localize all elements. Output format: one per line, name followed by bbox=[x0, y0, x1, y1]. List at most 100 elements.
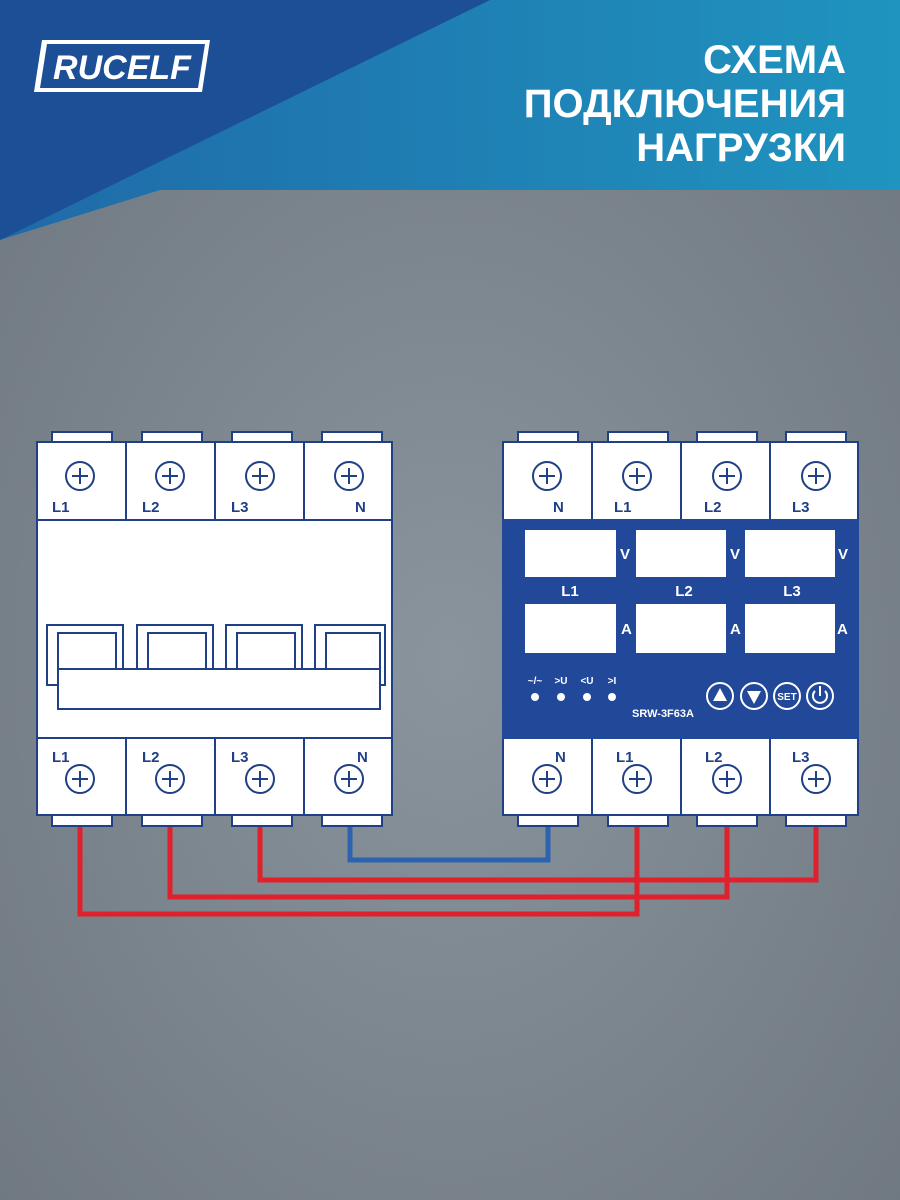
relay-bottom-clip bbox=[696, 814, 758, 827]
wire-l2 bbox=[167, 826, 730, 900]
indicator-led bbox=[531, 693, 539, 701]
indicator-led bbox=[608, 693, 616, 701]
breaker-bottom-clip bbox=[51, 814, 113, 827]
phase-label: L1 bbox=[561, 583, 579, 600]
indicator-led bbox=[583, 693, 591, 701]
terminal-screw-slot bbox=[539, 771, 555, 787]
terminal-screw-slot bbox=[539, 468, 555, 484]
terminal-screw-slot bbox=[629, 771, 645, 787]
breaker-handle-inner bbox=[325, 632, 381, 670]
voltage-display-l2 bbox=[636, 530, 726, 577]
breaker-bottom-label: L1 bbox=[52, 749, 70, 766]
terminal-screw-slot bbox=[341, 468, 357, 484]
terminal-screw-slot bbox=[72, 468, 88, 484]
wires bbox=[77, 826, 819, 917]
current-unit: A bbox=[730, 621, 741, 638]
breaker-top-label: L3 bbox=[231, 499, 249, 516]
breaker-top-clip bbox=[231, 431, 293, 443]
breaker-top-clip bbox=[321, 431, 383, 443]
title-line-2: ПОДКЛЮЧЕНИЯ bbox=[524, 82, 846, 126]
current-display-l2 bbox=[636, 604, 726, 653]
power-icon bbox=[812, 690, 828, 704]
logo-text: RUCELF bbox=[53, 49, 192, 87]
relay-top-clip bbox=[785, 431, 847, 443]
breaker-bottom-label: L3 bbox=[231, 749, 249, 766]
breaker-handle-inner bbox=[147, 632, 207, 670]
breaker-top-screws bbox=[65, 461, 364, 491]
indicator-label: ~/~ bbox=[528, 676, 543, 687]
voltage-unit: V bbox=[620, 546, 630, 563]
down-arrow-icon bbox=[747, 691, 761, 704]
wire-l3 bbox=[257, 826, 819, 883]
relay-bottom-clip bbox=[517, 814, 579, 827]
circuit-breaker bbox=[36, 431, 393, 827]
terminal-screw-slot bbox=[252, 468, 268, 484]
relay-top-clip bbox=[696, 431, 758, 443]
voltage-unit: V bbox=[838, 546, 848, 563]
set-button[interactable] bbox=[773, 682, 801, 710]
terminal-screw-slot bbox=[162, 771, 178, 787]
breaker-top-label: N bbox=[355, 499, 366, 516]
set-button-label: SET bbox=[777, 692, 796, 703]
breaker-handle-inner bbox=[57, 632, 117, 670]
terminal-screw-slot bbox=[629, 468, 645, 484]
relay-top-label: N bbox=[553, 499, 564, 516]
terminal-screw-slot bbox=[719, 468, 735, 484]
title-line-3: НАГРУЗКИ bbox=[636, 126, 846, 170]
indicator-label: >U bbox=[554, 676, 567, 687]
terminal-screw-slot bbox=[341, 771, 357, 787]
terminal-screw-slot bbox=[72, 771, 88, 787]
phase-label: L2 bbox=[675, 583, 693, 600]
relay-top-label: L3 bbox=[792, 499, 810, 516]
terminal-screw-slot bbox=[162, 468, 178, 484]
current-display-l1 bbox=[525, 604, 616, 653]
indicator-label: >I bbox=[608, 676, 617, 687]
relay-labels: N L1 L2 L3 N L1 L2 L3 V V V A A A L1 L2 … bbox=[528, 499, 848, 766]
relay-bottom-label: L3 bbox=[792, 749, 810, 766]
indicator-label: <U bbox=[580, 676, 593, 687]
relay-indicator-leds bbox=[531, 693, 616, 701]
breaker-handles bbox=[46, 624, 386, 710]
relay-bottom-label: L2 bbox=[705, 749, 723, 766]
up-arrow-icon bbox=[713, 688, 727, 701]
relay-bottom-clip bbox=[785, 814, 847, 827]
breaker-bottom-label: L2 bbox=[142, 749, 160, 766]
breaker-top-label: L2 bbox=[142, 499, 160, 516]
breaker-bottom-clip bbox=[321, 814, 383, 827]
breaker-bottom-label: N bbox=[357, 749, 368, 766]
voltage-unit: V bbox=[730, 546, 740, 563]
relay-bottom-clip bbox=[607, 814, 669, 827]
relay-top-screws bbox=[532, 461, 831, 491]
terminal-screw-slot bbox=[252, 771, 268, 787]
voltage-display-l3 bbox=[745, 530, 835, 577]
terminal-screw-slot bbox=[719, 771, 735, 787]
relay-buttons bbox=[706, 682, 834, 710]
breaker-tie-bar bbox=[57, 668, 381, 710]
relay-top-clip bbox=[607, 431, 669, 443]
terminal-screw-slot bbox=[808, 468, 824, 484]
voltage-display-l1 bbox=[525, 530, 616, 577]
breaker-top-clip bbox=[51, 431, 113, 443]
terminal-screw-slot bbox=[808, 771, 824, 787]
title-line-1: СХЕМА bbox=[703, 38, 846, 82]
page-title: СХЕМА ПОДКЛЮЧЕНИЯ НАГРУЗКИ bbox=[524, 38, 846, 170]
brand-logo: RUCELF bbox=[34, 40, 210, 92]
relay-top-label: L1 bbox=[614, 499, 632, 516]
relay-top-label: L2 bbox=[704, 499, 722, 516]
breaker-top-label: L1 bbox=[52, 499, 70, 516]
breaker-handle-inner bbox=[236, 632, 296, 670]
indicator-led bbox=[557, 693, 565, 701]
relay-model-label: SRW-3F63A bbox=[632, 708, 694, 720]
breaker-top-clip bbox=[141, 431, 203, 443]
relay-bottom-label: N bbox=[555, 749, 566, 766]
logo-inner bbox=[40, 44, 205, 88]
breaker-labels: L1 L2 L3 N L1 L2 L3 N bbox=[52, 499, 368, 766]
phase-label: L3 bbox=[783, 583, 801, 600]
wire-l1 bbox=[77, 826, 640, 917]
relay-top-clip bbox=[517, 431, 579, 443]
current-unit: A bbox=[837, 621, 848, 638]
breaker-bottom-screws bbox=[65, 764, 364, 794]
breaker-bottom-clip bbox=[141, 814, 203, 827]
wire-neutral bbox=[347, 826, 551, 863]
